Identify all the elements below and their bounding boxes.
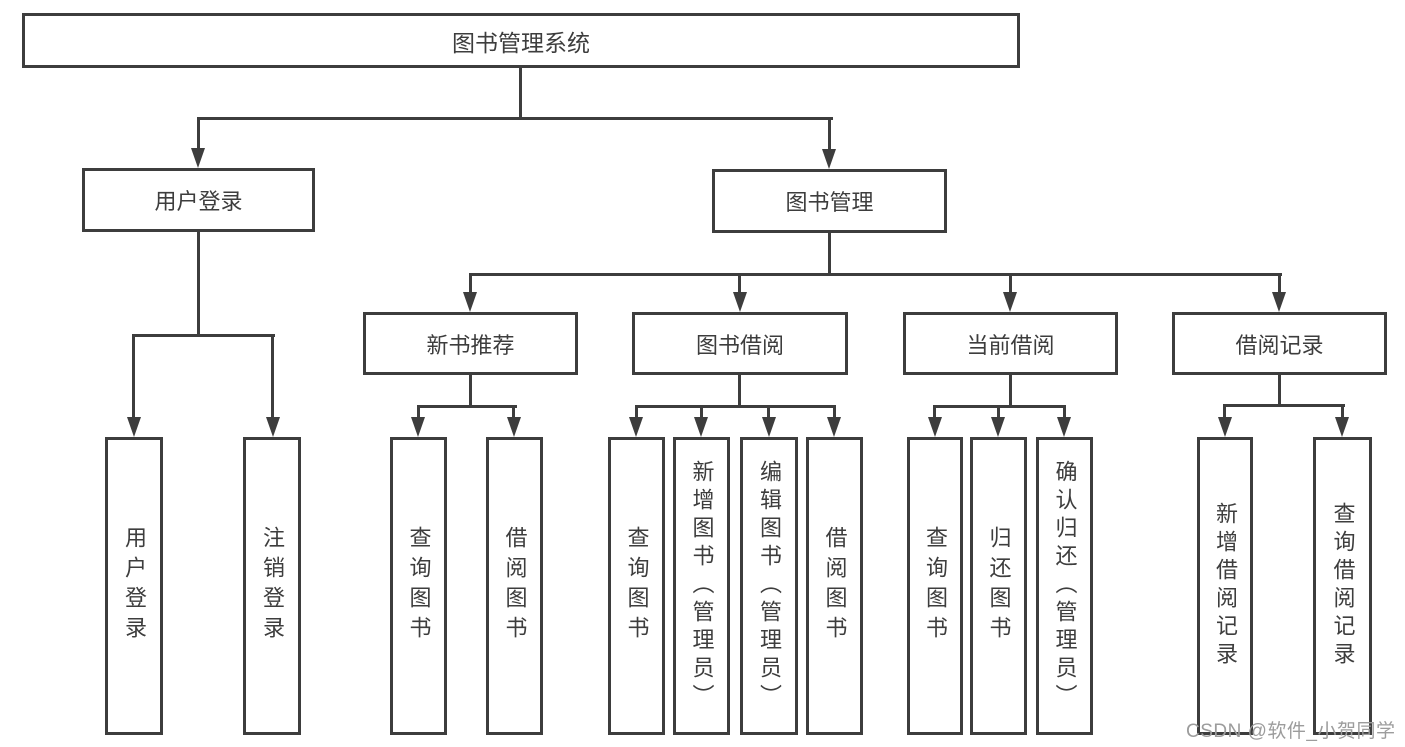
arrow-down-icon xyxy=(463,292,477,312)
connector-line xyxy=(469,273,1282,276)
connector-line xyxy=(997,405,1000,419)
connector-line xyxy=(738,373,741,408)
connector-line xyxy=(469,373,472,408)
connector-line xyxy=(417,405,517,408)
arrow-down-icon xyxy=(762,417,776,437)
connector-line xyxy=(1278,273,1281,295)
leaf-query-book-current: 查询图书 xyxy=(907,437,963,735)
arrow-down-icon xyxy=(266,417,280,437)
leaf-query-borrow-record: 查询借阅记录 xyxy=(1313,437,1372,735)
leaf-add-borrow-record: 新增借阅记录 xyxy=(1197,437,1253,735)
connector-line xyxy=(197,117,200,151)
leaf-borrow-book: 借阅图书 xyxy=(806,437,863,735)
leaf-add-book-admin: 新增图书（管理员） xyxy=(673,437,730,735)
connector-line xyxy=(1341,404,1344,419)
node-root: 图书管理系统 xyxy=(22,13,1020,68)
leaf-logout: 注销登录 xyxy=(243,437,301,735)
connector-line xyxy=(828,231,831,276)
connector-line xyxy=(1278,373,1281,407)
node-current-borrow: 当前借阅 xyxy=(903,312,1118,375)
arrow-down-icon xyxy=(827,417,841,437)
arrow-down-icon xyxy=(127,417,141,437)
leaf-query-book-recommend: 查询图书 xyxy=(390,437,447,735)
arrow-down-icon xyxy=(822,149,836,169)
node-book-management: 图书管理 xyxy=(712,169,947,233)
watermark: CSDN @软件_小贺同学 xyxy=(1186,721,1396,742)
connector-line xyxy=(1063,405,1066,419)
connector-line xyxy=(197,230,200,337)
connector-line xyxy=(635,405,836,408)
connector-line xyxy=(738,273,741,295)
arrow-down-icon xyxy=(191,148,205,168)
connector-line xyxy=(1223,404,1345,407)
arrow-down-icon xyxy=(507,417,521,437)
leaf-user-login: 用户登录 xyxy=(105,437,163,735)
leaf-edit-book-admin: 编辑图书（管理员） xyxy=(740,437,798,735)
arrow-down-icon xyxy=(733,292,747,312)
connector-line xyxy=(512,405,515,419)
node-new-book-recommend: 新书推荐 xyxy=(363,312,578,375)
connector-line xyxy=(833,405,836,419)
node-user-login: 用户登录 xyxy=(82,168,315,232)
connector-line xyxy=(1223,404,1226,419)
arrow-down-icon xyxy=(1003,292,1017,312)
leaf-borrow-book-recommend: 借阅图书 xyxy=(486,437,543,735)
connector-line xyxy=(828,117,831,151)
leaf-confirm-return-admin: 确认归还（管理员） xyxy=(1036,437,1093,735)
arrow-down-icon xyxy=(1335,417,1349,437)
leaf-return-book: 归还图书 xyxy=(970,437,1027,735)
node-book-borrow: 图书借阅 xyxy=(632,312,848,375)
connector-line xyxy=(519,66,522,118)
connector-line xyxy=(469,273,472,295)
arrow-down-icon xyxy=(694,417,708,437)
arrow-down-icon xyxy=(1272,292,1286,312)
connector-line xyxy=(1009,373,1012,408)
arrow-down-icon xyxy=(1218,417,1232,437)
connector-line xyxy=(1009,273,1012,295)
connector-line xyxy=(132,334,135,419)
connector-line xyxy=(417,405,420,419)
arrow-down-icon xyxy=(629,417,643,437)
connector-line xyxy=(132,334,275,337)
node-borrow-record: 借阅记录 xyxy=(1172,312,1387,375)
connector-line xyxy=(635,405,638,419)
connector-line xyxy=(271,334,274,419)
arrow-down-icon xyxy=(411,417,425,437)
arrow-down-icon xyxy=(991,417,1005,437)
connector-line xyxy=(767,405,770,419)
connector-line xyxy=(700,405,703,419)
arrow-down-icon xyxy=(1057,417,1071,437)
arrow-down-icon xyxy=(928,417,942,437)
leaf-query-book-borrow: 查询图书 xyxy=(608,437,665,735)
connector-line xyxy=(933,405,936,419)
connector-line xyxy=(197,117,833,120)
